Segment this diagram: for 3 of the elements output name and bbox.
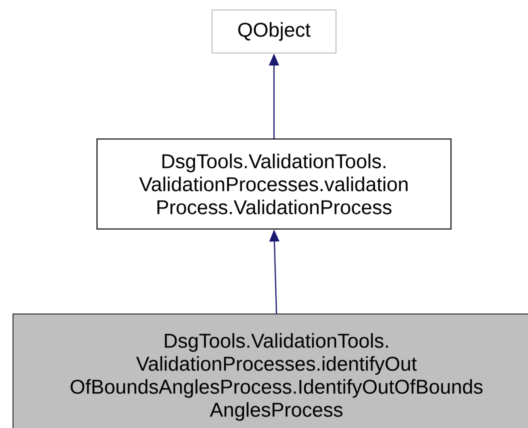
- class-box: DsgTools.ValidationTools. ValidationProcesses.identifyOut OfBoundsAnglesProcess.IdentifyOutOfBounds AnglesProcess: [12, 313, 528, 428]
- class-box: DsgTools.ValidationTools. ValidationProcesses.validation Process.ValidationProcess: [96, 138, 452, 230]
- class-box: QObject: [212, 10, 336, 54]
